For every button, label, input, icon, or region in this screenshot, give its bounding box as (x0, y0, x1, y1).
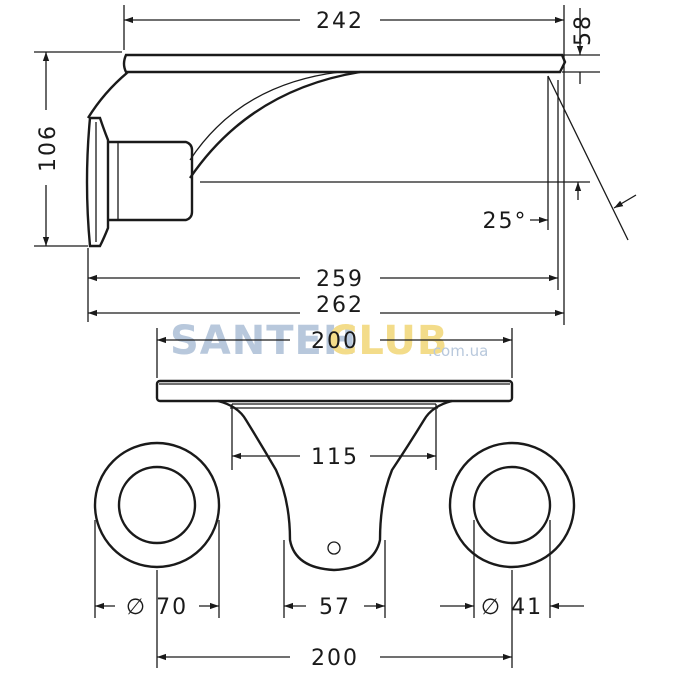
left-handle-knob (117, 465, 197, 545)
front-spout-plate (155, 379, 514, 403)
side-view: 242 58 106 25° 259 262 (34, 5, 637, 325)
right-handle-rosette (448, 441, 576, 569)
side-body-cylinder (108, 140, 194, 222)
dim-center-distance: 200 (311, 646, 359, 671)
side-spout-neck (86, 71, 129, 119)
watermark: SANTEH CLUB .com.ua (170, 318, 488, 364)
watermark-domain: .com.ua (428, 342, 488, 360)
dim-angle: 25° (483, 209, 528, 234)
dim-top-width: 242 (316, 9, 364, 34)
right-handle-knob (472, 465, 552, 545)
front-body-inner (230, 403, 438, 409)
dim-plate-thickness: 58 (571, 14, 596, 46)
watermark-brand-left: SANTEH (170, 318, 357, 364)
dim-body-width: 115 (311, 445, 359, 470)
front-body (217, 399, 453, 572)
side-spout-neck-lower (189, 70, 361, 179)
left-handle-rosette (93, 441, 221, 569)
dim-spout-reach: 259 (316, 267, 364, 292)
side-wall-flange (85, 116, 110, 248)
side-spout-plate (122, 53, 567, 74)
front-view: 200 115 ∅ 70 57 (93, 328, 584, 671)
front-aerator (327, 541, 341, 555)
dim-body-bottom-width: 57 (319, 595, 351, 620)
dim-total-depth: 262 (316, 293, 364, 318)
dim-spout-diameter: ∅ 41 (481, 595, 543, 620)
dim-handle-diameter: ∅ 70 (126, 595, 188, 620)
watermark-brand-right: CLUB (328, 318, 448, 364)
angle-line (547, 75, 629, 241)
dim-height: 106 (36, 124, 61, 172)
dim-plate-width: 200 (311, 329, 359, 354)
side-spout-neck-inner (189, 71, 341, 161)
angle-arrow-right (613, 194, 637, 209)
